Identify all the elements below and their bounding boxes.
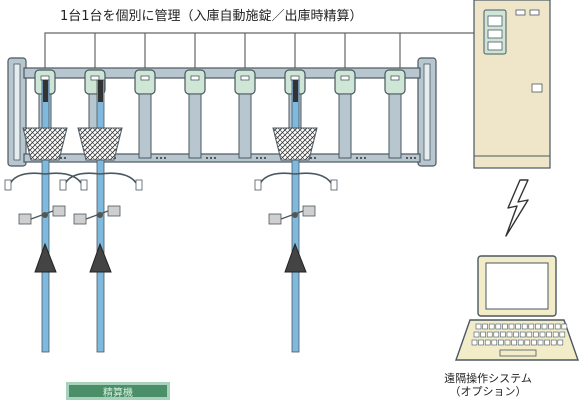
bicycle-lock-unit — [184, 69, 216, 159]
bicycle — [254, 79, 338, 353]
parking-rack — [7, 57, 437, 167]
bicycle — [4, 79, 88, 353]
payment-machine — [473, 0, 551, 169]
remote-system-label: 遠隔操作システム （オプション） — [436, 372, 540, 398]
bicycle-lock-unit — [334, 69, 366, 159]
remote-system-note: （オプション） — [449, 385, 527, 398]
laptop-terminal — [455, 255, 579, 361]
payment-kiosk-sign: 精算機 — [66, 382, 170, 400]
bicycle-row — [4, 79, 338, 353]
control-wiring — [44, 32, 474, 72]
bicycle — [59, 79, 143, 353]
remote-system-title: 遠隔操作システム — [444, 372, 532, 385]
headline-caption: 1台1台を個別に管理（入庫自動施錠／出庫時精算） — [60, 9, 363, 24]
bicycle-lock-unit — [134, 69, 166, 159]
bicycle-lock-unit — [384, 69, 416, 159]
bicycle-lock-unit — [234, 69, 266, 159]
lightning-bolt-icon — [505, 179, 529, 237]
